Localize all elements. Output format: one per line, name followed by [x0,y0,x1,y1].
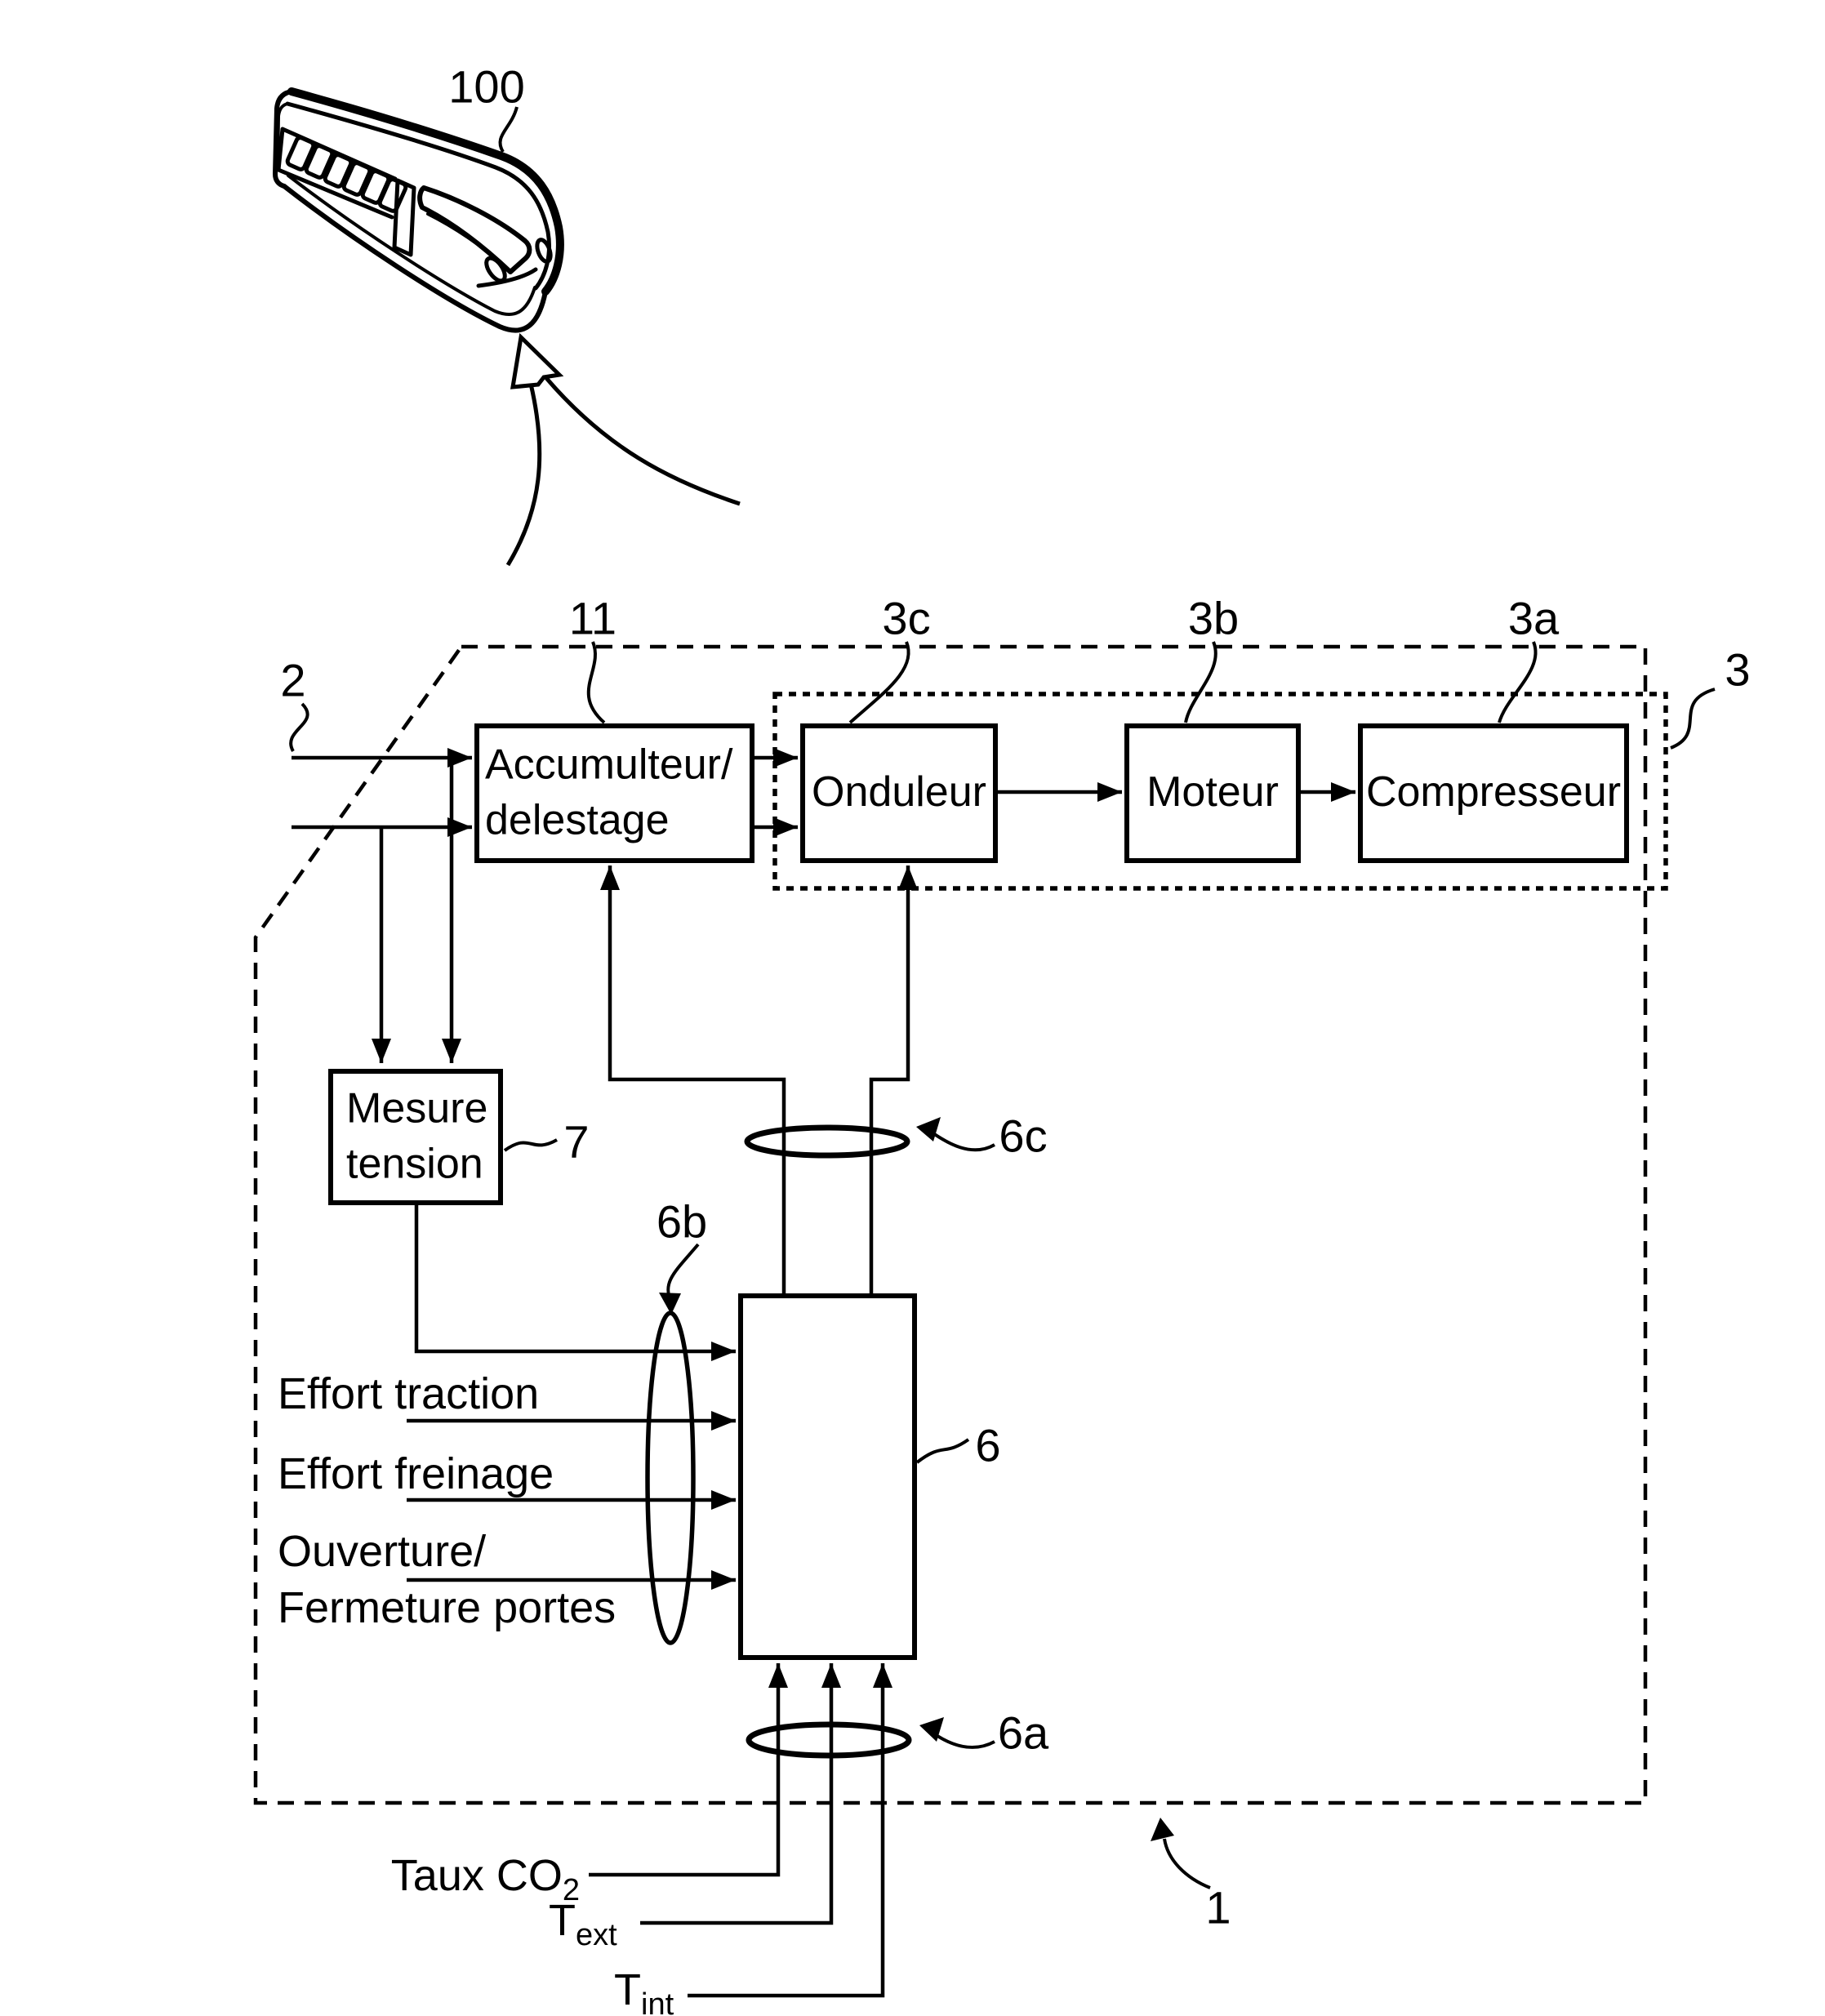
sensor-bus-ellipse-6a [746,1721,912,1759]
motor-box [1124,723,1301,863]
leader-7 [503,1138,558,1152]
motion-arrow-shaft-left [505,383,542,567]
motion-arrow-head [510,332,564,389]
compressor-box [1358,723,1629,863]
train-headlight-right [535,238,553,264]
ref-label-100: 100 [448,60,525,113]
ref-label-2: 2 [280,654,306,706]
train-icon [273,87,564,333]
input-bus-ellipse-6b [645,1311,696,1645]
accumulator-box-line1: Accumulteur/ [485,741,733,789]
ref-label-6b: 6b [656,1195,708,1248]
ref-label-6c: 6c [999,1110,1048,1162]
train-skirt-outer [282,184,548,333]
motion-arrow-shaft-right [545,376,741,506]
leader-lines [289,106,1716,1889]
leader-3a [1498,641,1538,723]
tint-label-base: T [614,1965,641,2014]
leader-1-arrowhead [1151,1818,1174,1841]
train-door-pillar [392,178,416,257]
ref-label-3a: 3a [1507,592,1560,644]
leader-11 [586,641,606,724]
text-sensor-label: Text [549,1895,617,1951]
leader-6a [931,1731,995,1749]
leader-6 [915,1438,970,1464]
tint-sensor-line [688,1663,892,1998]
leader-2 [289,702,309,752]
controller-to-accumulator-line [600,866,786,1296]
controller-box [738,1293,917,1660]
voltage-sensor-to-controller [414,1203,736,1361]
inverter-box [800,723,998,863]
accumulator-box-line2: delestage [485,796,670,843]
accumulator-box-label: Accumulteur/ delestage [485,737,732,848]
traction-input-label: Effort traction [278,1369,540,1418]
text-label-base: T [549,1896,576,1945]
command-bus-ellipse-6c [744,1124,910,1159]
leader-6c [929,1130,995,1152]
leader-6b-arrowhead [659,1293,681,1315]
train-roof-outer [287,87,564,296]
leader-6c-arrowhead [916,1117,941,1142]
ref-label-1: 1 [1205,1881,1231,1934]
compressor-box-label: Compresseur [1365,768,1622,817]
doors-input-label-line2: Fermeture portes [278,1583,616,1632]
co2-label-base: Taux CO [390,1851,563,1900]
hvac-group-dotted-box [772,692,1668,891]
ref-label-3b: 3b [1187,592,1240,644]
voltage-sensor-box-line1: Mesure [346,1084,488,1133]
co2-sensor-label: Taux CO2 [390,1850,580,1906]
train-rear-inner-edge [276,102,289,171]
voltage-sensor-box-label: Mesure tension [346,1081,487,1191]
inverter-box-label: Onduleur [812,768,986,817]
leader-100 [498,106,519,154]
ref-label-11: 11 [568,592,617,644]
tint-sensor-label: Tint [614,1965,674,2016]
ref-label-3c: 3c [882,592,931,644]
motion-arrow [505,332,741,567]
tint-label-sub: int [641,1987,674,2016]
leader-6b [666,1243,700,1302]
train-front-lip [476,267,538,288]
leader-3 [1670,688,1716,750]
ref-label-6a: 6a [997,1707,1049,1759]
train-windshield [417,185,532,274]
leader-3b [1184,641,1217,723]
ref-label-6: 6 [975,1419,1001,1471]
voltage-sensor-box-line2: tension [346,1140,483,1187]
leader-1 [1163,1838,1211,1889]
train-skirt-inner [287,174,536,316]
controller-to-inverter-line [869,866,918,1296]
braking-input-label: Effort freinage [278,1449,554,1498]
text-sensor-line [640,1663,841,1925]
motor-box-label: Moteur [1146,768,1279,817]
ref-label-3: 3 [1725,643,1751,696]
doors-input-label-line1: Ouverture/ [278,1527,487,1576]
leader-arrowheads [659,1117,1174,1841]
train-rear-edge [273,89,294,189]
flow-lines [292,748,1355,1998]
ref-label-7: 7 [563,1115,590,1168]
text-label-sub: ext [576,1917,617,1952]
co2-sensor-line [589,1663,788,1877]
leader-3c [848,641,910,724]
voltage-sensor-box [328,1069,503,1205]
leader-6a-arrowhead [919,1717,944,1742]
co2-label-sub: 2 [562,1872,580,1907]
accumulator-box [474,723,754,863]
